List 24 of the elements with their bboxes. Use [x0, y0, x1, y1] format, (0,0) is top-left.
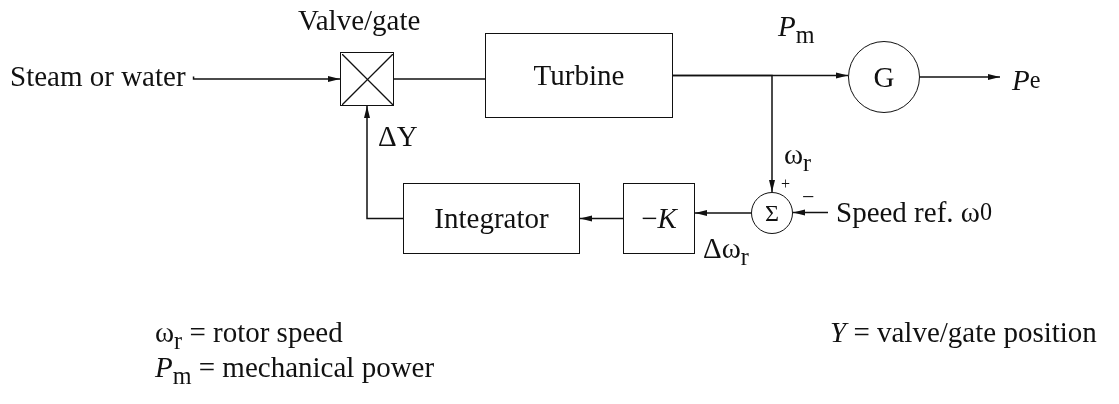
valve-gate-block: [340, 52, 394, 106]
input-label: Steam or water: [10, 62, 186, 91]
turbine-block: Turbine: [485, 33, 673, 118]
edge-label: ΔY: [378, 122, 418, 151]
gain-block: −K: [623, 183, 695, 254]
legend-text: Y = valve/gate position: [830, 318, 1097, 347]
arrow: [192, 75, 341, 82]
edge-label: ω$_{r}$: [784, 140, 812, 175]
block-heading: Valve/gate: [298, 6, 421, 35]
legend-text: P$_{m}$ = mechanical power: [155, 353, 435, 388]
arrow: [919, 74, 1001, 80]
integrator-block: Integrator: [403, 183, 580, 254]
arrow: [792, 209, 829, 216]
sign-label: +: [781, 176, 791, 192]
legend-text: ω$_{r}$ = rotor speed: [155, 318, 343, 353]
edge-label: Δω$_{r}$: [703, 234, 749, 269]
edge-label: P$_{m}$: [778, 12, 815, 47]
arrow: [579, 215, 624, 222]
arrow: [364, 105, 404, 220]
generator-circle: G: [848, 41, 920, 113]
summing-junction: Σ: [751, 192, 793, 234]
arrow: [672, 74, 775, 193]
arrow: [694, 210, 752, 216]
sign-label: −: [802, 186, 815, 208]
